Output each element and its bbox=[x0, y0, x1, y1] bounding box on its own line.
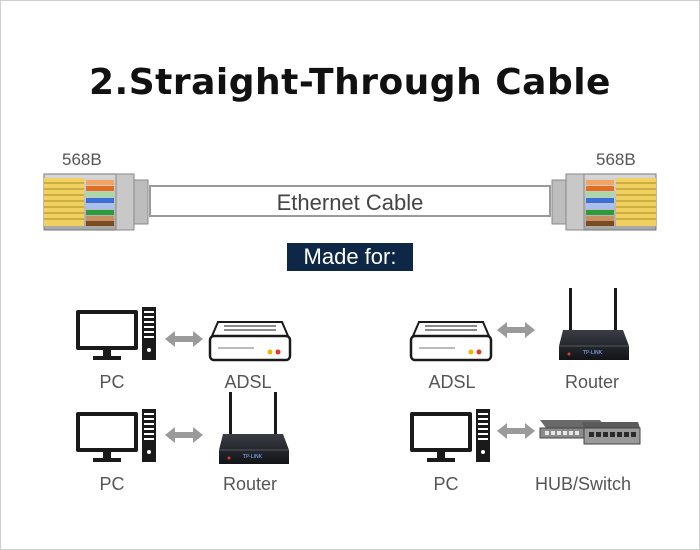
device-label-adsl: ADSL bbox=[428, 372, 476, 392]
double-arrow-icon bbox=[165, 331, 203, 347]
double-arrow-icon bbox=[497, 322, 535, 338]
pc-icon bbox=[76, 409, 156, 462]
adsl-modem-icon bbox=[208, 320, 292, 362]
pc-icon bbox=[410, 409, 490, 462]
page-title: 2.Straight-Through Cable bbox=[89, 62, 611, 103]
cable-label: Ethernet Cable bbox=[276, 190, 424, 215]
double-arrow-icon bbox=[497, 423, 535, 439]
device-label-router: Router bbox=[564, 372, 620, 392]
device-label-adsl: ADSL bbox=[224, 372, 272, 392]
router-icon bbox=[218, 391, 290, 465]
device-label-pc: PC bbox=[99, 474, 125, 494]
double-arrow-icon bbox=[165, 427, 203, 443]
device-label-pc: PC bbox=[99, 372, 125, 392]
device-label-router: Router bbox=[222, 474, 278, 494]
device-label-pc: PC bbox=[433, 474, 459, 494]
right-connector-standard: 568B bbox=[596, 150, 636, 169]
pc-icon bbox=[76, 307, 156, 360]
device-label-hub-switch: HUB/Switch bbox=[534, 474, 632, 494]
adsl-modem-icon bbox=[409, 320, 493, 362]
made-for-badge: Made for: bbox=[287, 243, 413, 271]
right-rj45-connector-icon bbox=[551, 173, 657, 231]
hub-switch-icon bbox=[539, 420, 641, 445]
left-connector-standard: 568B bbox=[62, 150, 102, 169]
ethernet-cable bbox=[149, 185, 551, 217]
left-rj45-connector-icon bbox=[43, 173, 149, 231]
router-icon bbox=[558, 287, 630, 361]
